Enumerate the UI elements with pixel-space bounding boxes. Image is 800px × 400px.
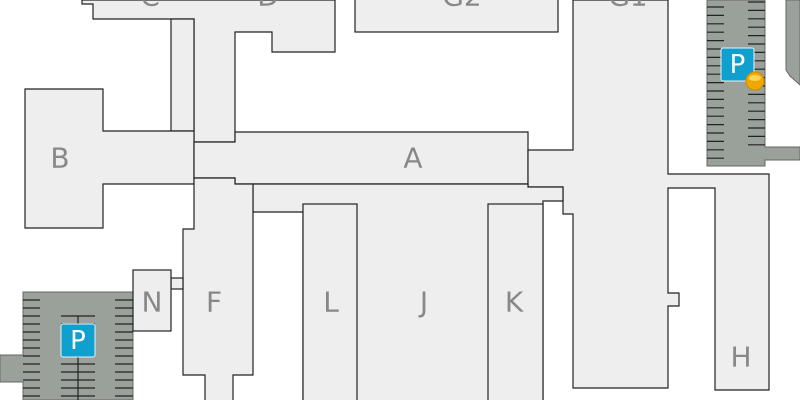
building-k[interactable] bbox=[487, 203, 544, 400]
parking-icon[interactable]: P bbox=[720, 47, 755, 82]
building-l[interactable] bbox=[302, 203, 358, 400]
connector-n-f bbox=[170, 277, 184, 290]
building-n[interactable] bbox=[132, 269, 172, 332]
label-k: K bbox=[505, 286, 524, 319]
building-c-d[interactable] bbox=[81, 0, 336, 143]
building-a[interactable] bbox=[193, 131, 529, 185]
svg-text:P: P bbox=[730, 50, 746, 80]
label-g1: G1 bbox=[608, 0, 648, 13]
label-b: B bbox=[50, 142, 69, 175]
building-c-wing[interactable] bbox=[170, 18, 195, 132]
marker-pin-icon[interactable] bbox=[745, 71, 765, 91]
label-n: N bbox=[142, 286, 163, 319]
building-g2[interactable] bbox=[354, 0, 559, 33]
label-g2: G2 bbox=[442, 0, 482, 13]
label-a: A bbox=[403, 142, 422, 175]
label-f: F bbox=[206, 286, 222, 319]
label-c: C bbox=[140, 0, 160, 13]
svg-text:P: P bbox=[70, 326, 86, 356]
label-h: H bbox=[730, 341, 751, 374]
label-j: J bbox=[418, 286, 428, 319]
building-f[interactable] bbox=[182, 177, 254, 400]
parking-icon[interactable]: P bbox=[60, 323, 96, 358]
label-l: L bbox=[323, 286, 339, 319]
label-d: D bbox=[257, 0, 279, 13]
